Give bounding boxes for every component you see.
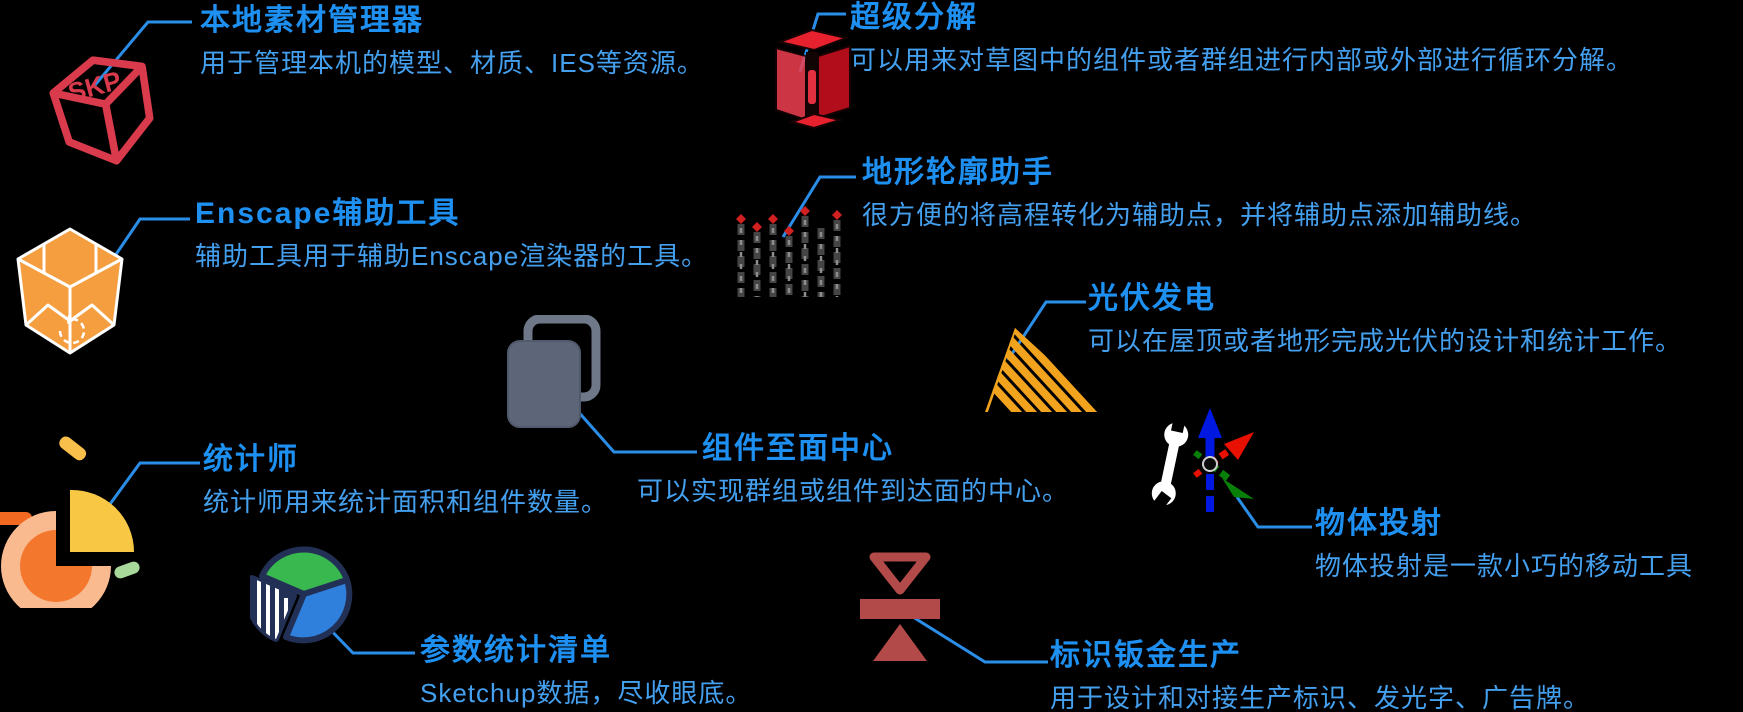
feature-super-explode: 超级分解 可以用来对草图中的组件或者群组进行内部或外部进行循环分解。 (850, 0, 1633, 77)
feature-title: 统计师 (203, 443, 299, 476)
feature-component-to-face-center: 组件至面中心 可以实现群组或组件到达面的中心。 (637, 431, 1069, 508)
skp-cube-icon: SKP (49, 56, 154, 165)
feature-title: 光伏发电 (1088, 282, 1216, 315)
feature-desc: 很方便的将高程转化为辅助点，并将辅助点添加辅助线。 (862, 200, 1538, 230)
feature-title: 组件至面中心 (702, 432, 894, 465)
feature-desc: 辅助工具用于辅助Enscape渲染器的工具。 (195, 241, 709, 271)
axes-wrench-icon (1151, 408, 1254, 512)
feature-title: 本地素材管理器 (200, 4, 424, 37)
feature-desc: 统计师用来统计面积和组件数量。 (203, 487, 609, 517)
feature-title: 物体投射 (1315, 507, 1443, 540)
feature-terrain-contour-helper: 地形轮廓助手 很方便的将高程转化为辅助点，并将辅助点添加辅助线。 (862, 155, 1537, 232)
terrain-bars-icon (736, 206, 842, 297)
feature-desc: 可以用来对草图中的组件或者群组进行内部或外部进行循环分解。 (850, 45, 1634, 75)
feature-desc: Sketchup数据，尽收眼底。 (420, 678, 753, 708)
feature-local-material-manager: 本地素材管理器 用于管理本机的模型、材质、IES等资源。 (200, 3, 704, 80)
sheet-metal-icon (860, 552, 940, 661)
feature-statistician: 统计师 统计师用来统计面积和组件数量。 (203, 442, 608, 519)
feature-desc: 可以实现群组或组件到达面的中心。 (637, 476, 1070, 506)
explode-cube-icon (775, 28, 851, 130)
feature-pv-power: 光伏发电 可以在屋顶或者地形完成光伏的设计和统计工作。 (1088, 281, 1682, 358)
feature-title: 标识钣金生产 (1050, 639, 1242, 672)
feature-title: 参数统计清单 (420, 634, 612, 667)
enscape-gem-icon (16, 227, 124, 355)
pie-chart-icon (250, 546, 353, 644)
feature-desc: 物体投射是一款小巧的移动工具 (1315, 551, 1694, 581)
feature-enscape-helper: Enscape辅助工具 辅助工具用于辅助Enscape渲染器的工具。 (195, 196, 708, 273)
feature-sign-sheet-metal: 标识钣金生产 用于设计和对接生产标识、发光字、广告牌。 (1050, 638, 1590, 712)
feature-title: 地形轮廓助手 (862, 156, 1054, 189)
feature-desc: 用于管理本机的模型、材质、IES等资源。 (200, 48, 704, 78)
feature-desc: 用于设计和对接生产标识、发光字、广告牌。 (1050, 683, 1591, 712)
feature-desc: 可以在屋顶或者地形完成光伏的设计和统计工作。 (1088, 326, 1683, 356)
solar-triangle-icon (985, 328, 1102, 412)
feature-parameter-statistics-list: 参数统计清单 Sketchup数据，尽收眼底。 (420, 633, 752, 710)
orange-donut-pie-icon (0, 436, 140, 608)
feature-title: 超级分解 (850, 1, 978, 34)
feature-object-projection: 物体投射 物体投射是一款小巧的移动工具 (1315, 506, 1693, 583)
feature-title: Enscape辅助工具 (195, 197, 461, 230)
stacked-squares-icon (507, 315, 601, 428)
